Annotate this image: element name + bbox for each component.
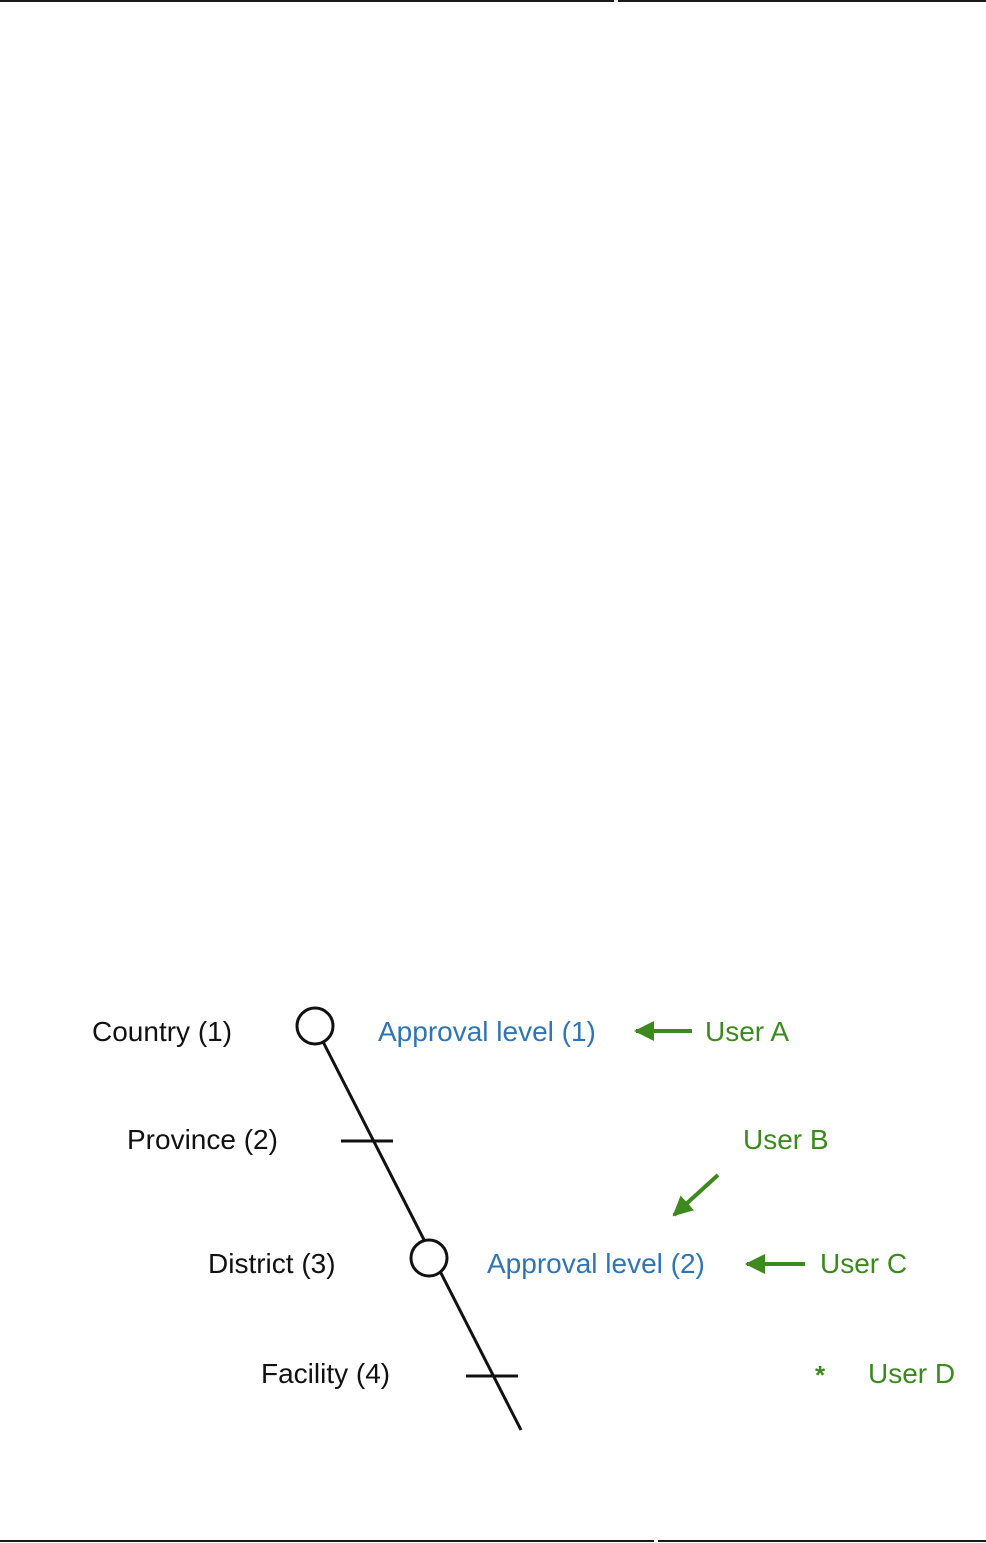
bottom-rule-gap — [654, 1538, 658, 1543]
approval-level-1-label: Approval level (1) — [378, 1016, 596, 1047]
top-rule-left — [0, 0, 614, 2]
bottom-rule — [0, 1540, 986, 1542]
hierarchy-line — [313, 1025, 523, 1431]
district-approval-circle — [409, 1238, 449, 1278]
level-label-facility: Facility (4) — [261, 1358, 390, 1389]
user-d-marker: * — [815, 1360, 826, 1390]
level-label-district: District (3) — [208, 1248, 336, 1279]
country-approval-circle — [295, 1006, 335, 1046]
user-d-label: User D — [868, 1358, 955, 1389]
user-a-label: User A — [705, 1016, 789, 1047]
level-label-country: Country (1) — [92, 1016, 232, 1047]
level-label-province: Province (2) — [127, 1124, 278, 1155]
approval-level-2-label: Approval level (2) — [487, 1248, 705, 1279]
top-rule-right — [618, 0, 986, 2]
user-c-label: User C — [820, 1248, 907, 1279]
user-b-arrow — [672, 1173, 720, 1217]
user-b-label: User B — [743, 1124, 829, 1155]
